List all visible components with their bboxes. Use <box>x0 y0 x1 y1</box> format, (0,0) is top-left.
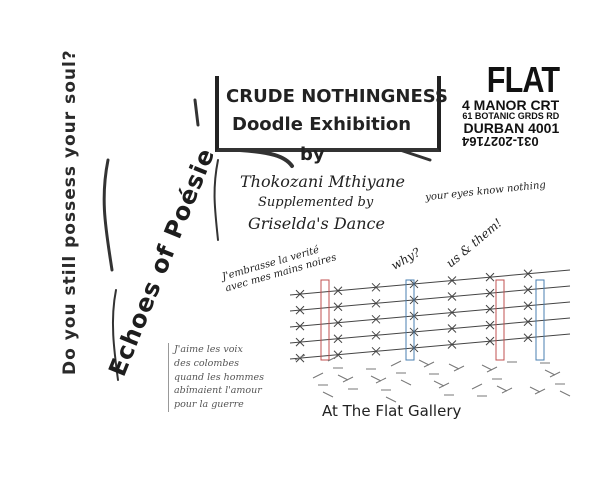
barb-icon <box>447 292 457 301</box>
barb-icon <box>371 314 381 324</box>
barb-icon <box>295 353 305 363</box>
barb-icon <box>485 304 495 314</box>
location-text: At The Flat Gallery <box>322 402 462 420</box>
grass-stroke <box>544 369 556 376</box>
supplemented-by-label: Supplemented by <box>258 195 374 210</box>
grass-stroke <box>496 385 508 392</box>
barb-icon <box>485 272 495 282</box>
barb-icon <box>371 282 381 292</box>
doodle-stroke <box>102 158 114 272</box>
grass-stroke <box>529 386 541 393</box>
poem-line: pour la guerre <box>174 399 244 411</box>
barbed-wire-strand <box>289 285 571 312</box>
grass-stroke <box>471 383 483 390</box>
supplement-name: Griselda's Dance <box>248 214 385 233</box>
grass-stroke <box>327 355 339 362</box>
title-by: by <box>300 144 325 165</box>
doodle-stroke <box>111 289 119 381</box>
grass-stroke <box>433 380 445 387</box>
title-frame <box>215 76 441 152</box>
barb-icon <box>447 324 457 333</box>
fence-post <box>495 279 505 361</box>
barb-icon <box>485 336 495 346</box>
grass-stroke <box>448 363 460 370</box>
venue-city: DURBAN 4001 <box>463 120 560 136</box>
barb-icon <box>295 321 305 331</box>
barb-icon <box>447 276 457 285</box>
grass-stroke <box>370 375 382 382</box>
doodle-stroke <box>193 98 200 127</box>
venue-address1: 4 MANOR CRT <box>462 97 560 113</box>
venue-phone: 031-2027164 <box>462 134 539 149</box>
barbed-wire-strand <box>289 269 571 296</box>
barb-icon <box>523 285 533 295</box>
barbed-wire-strand <box>289 301 571 328</box>
french-poem: J'aime les voix des colombes quand les h… <box>168 343 264 412</box>
venue-logo: FLAT 4 MANOR CRT 61 BOTANIC GRDS RD DURB… <box>462 59 560 150</box>
doodle-stroke <box>213 159 219 241</box>
artist-name: Thokozani Mthiyane <box>240 172 405 191</box>
title-line-2: Doodle Exhibition <box>232 114 412 135</box>
barbed-wire-fence <box>289 269 571 403</box>
grass-stroke <box>559 390 571 397</box>
barbed-wire-strand <box>289 317 571 344</box>
barb-icon <box>333 318 343 328</box>
poem-line: des colombes <box>174 357 239 369</box>
barb-icon <box>523 333 533 343</box>
barb-icon <box>333 286 343 296</box>
venue-name: FLAT <box>486 59 560 100</box>
fence-post <box>535 279 545 361</box>
grass-stroke <box>400 379 412 386</box>
vertical-question-text: Do you still possess your soul? <box>60 49 80 375</box>
grass-stroke <box>337 374 349 381</box>
fence-post <box>405 279 415 361</box>
barb-icon <box>371 298 381 308</box>
barb-icon <box>485 288 495 298</box>
barb-icon <box>295 305 305 315</box>
barb-icon <box>485 320 495 330</box>
poem-line: abîmaient l'amour <box>174 385 262 397</box>
barb-icon <box>523 317 533 327</box>
barb-icon <box>295 337 305 347</box>
fence-post <box>320 279 330 361</box>
grass-stroke <box>481 364 493 371</box>
barbed-wire-strand <box>289 333 571 360</box>
barb-icon <box>333 334 343 344</box>
title-line-1: CRUDE NOTHINGNESS <box>226 86 448 107</box>
grass-stroke <box>385 396 397 403</box>
barb-icon <box>371 330 381 340</box>
barb-icon <box>523 301 533 311</box>
barb-icon <box>295 289 305 299</box>
venue-address2: 61 BOTANIC GRDS RD <box>462 111 560 121</box>
barb-icon <box>333 302 343 312</box>
barb-icon <box>447 340 457 349</box>
poem-line: quand les hommes <box>174 371 264 383</box>
barb-icon <box>523 269 533 279</box>
grass-stroke <box>294 354 306 361</box>
grass-stroke <box>418 359 430 366</box>
grass-stroke <box>390 360 402 367</box>
barb-icon <box>371 346 381 356</box>
grass-stroke <box>312 372 324 379</box>
poem-line: J'aime les voix <box>174 344 243 355</box>
doodle-stroke <box>238 148 294 168</box>
barb-icon <box>447 308 457 317</box>
grass-stroke <box>322 391 334 398</box>
